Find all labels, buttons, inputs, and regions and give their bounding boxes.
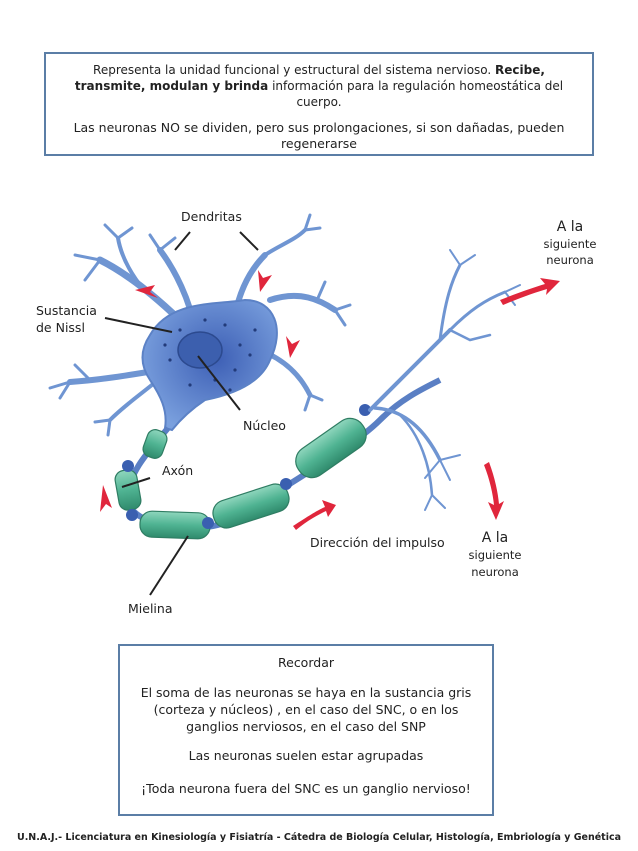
label-sustancia-line2: de Nissl bbox=[36, 320, 85, 335]
arrow-axon-bottom bbox=[293, 500, 336, 530]
footer: U.N.A.J.- Licenciatura en Kinesiología y… bbox=[0, 832, 638, 843]
label-sustancia-line1: Sustancia bbox=[36, 303, 97, 318]
arrow-dendrite-right bbox=[286, 336, 300, 358]
label-top-right-neurona: neurona bbox=[530, 253, 610, 267]
label-nucleo: Núcleo bbox=[243, 418, 286, 433]
arrow-to-bottom-right bbox=[484, 462, 504, 520]
label-bottom-right-a-la: A la bbox=[455, 530, 535, 546]
nucleus bbox=[178, 332, 222, 368]
recordar-box: Recordar El soma de las neuronas se haya… bbox=[118, 644, 494, 816]
arrow-dendrite-top bbox=[258, 270, 272, 292]
label-top-right-siguiente: siguiente bbox=[530, 237, 610, 251]
label-bottom-right-neurona: neurona bbox=[455, 565, 535, 579]
label-dendritas: Dendritas bbox=[181, 209, 242, 224]
recordar-line-2: Las neuronas suelen estar agrupadas bbox=[130, 747, 482, 764]
arrow-axon-left bbox=[100, 485, 112, 512]
recordar-line-3: ¡Toda neurona fuera del SNC es un gangli… bbox=[130, 780, 482, 797]
label-top-right-a-la: A la bbox=[530, 219, 610, 235]
label-direccion-impulso: Dirección del impulso bbox=[310, 535, 445, 550]
axon-terminals bbox=[370, 250, 520, 510]
arrow-to-top-right bbox=[500, 278, 560, 305]
label-bottom-right-siguiente: siguiente bbox=[455, 548, 535, 562]
label-mielina: Mielina bbox=[128, 601, 172, 616]
recordar-line-1: El soma de las neuronas se haya en la su… bbox=[130, 684, 482, 735]
recordar-title: Recordar bbox=[130, 654, 482, 671]
label-axon: Axón bbox=[162, 463, 193, 478]
